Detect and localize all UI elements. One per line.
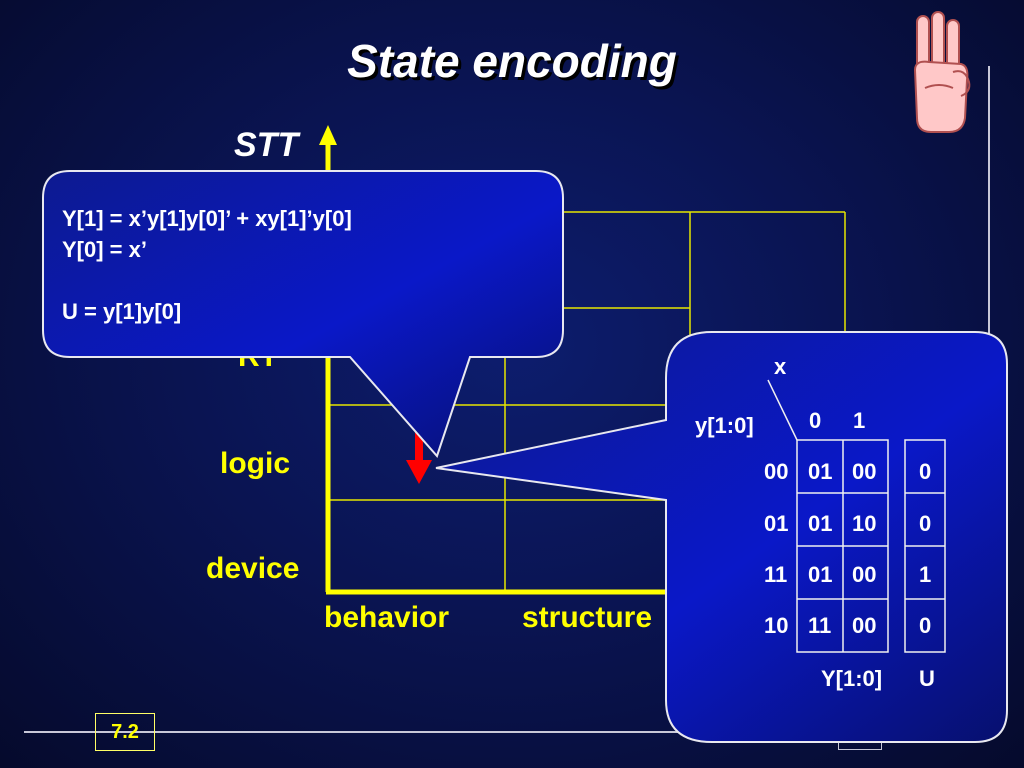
kmap-row-state: 11 [764, 562, 788, 587]
kmap-next-state-label: Y[1:0] [821, 666, 883, 691]
domain-label-structure: structure [522, 601, 653, 634]
kmap-cell: 00 [852, 459, 877, 484]
kmap-row-state: 10 [764, 613, 789, 638]
kmap-row-state: 01 [764, 511, 789, 536]
kmap-output-cell: 0 [919, 459, 932, 484]
slide-title: State encoding [347, 35, 677, 87]
kmap-output-cell: 0 [919, 511, 932, 536]
kmap-output-label: U [919, 666, 935, 691]
kmap-cell: 01 [808, 562, 833, 587]
stt-label: STT [234, 126, 299, 164]
kmap-callout [435, 331, 1008, 743]
red-down-arrow-icon [406, 420, 432, 484]
equations-callout [42, 170, 564, 458]
page-number: 7.2 [95, 713, 155, 751]
three-fingers-hand-icon [913, 11, 971, 133]
level-label-device: device [206, 552, 300, 585]
kmap-input-label: x [774, 354, 787, 379]
kmap-col-0: 0 [809, 408, 822, 433]
kmap-cell: 01 [808, 459, 833, 484]
level-label-logic: logic [220, 447, 291, 480]
kmap-cell: 10 [852, 511, 877, 536]
kmap-state-label: y[1:0] [695, 413, 754, 438]
kmap-row-state: 00 [764, 459, 789, 484]
kmap-output-cell: 1 [919, 562, 932, 587]
equation-y0: Y[0] = x’ [62, 237, 147, 262]
slide-divider-bottom [24, 731, 704, 733]
equation-u: U = y[1]y[0] [62, 299, 182, 324]
kmap-col-1: 1 [853, 408, 866, 433]
domain-label-behavior: behavior [324, 601, 450, 634]
kmap-cell: 00 [852, 562, 877, 587]
kmap-cell: 00 [852, 613, 877, 638]
equation-y1: Y[1] = x’y[1]y[0]’ + xy[1]’y[0] [62, 206, 352, 231]
kmap-output-cell: 0 [919, 613, 932, 638]
kmap-cell: 11 [808, 613, 832, 638]
kmap-cell: 01 [808, 511, 833, 536]
